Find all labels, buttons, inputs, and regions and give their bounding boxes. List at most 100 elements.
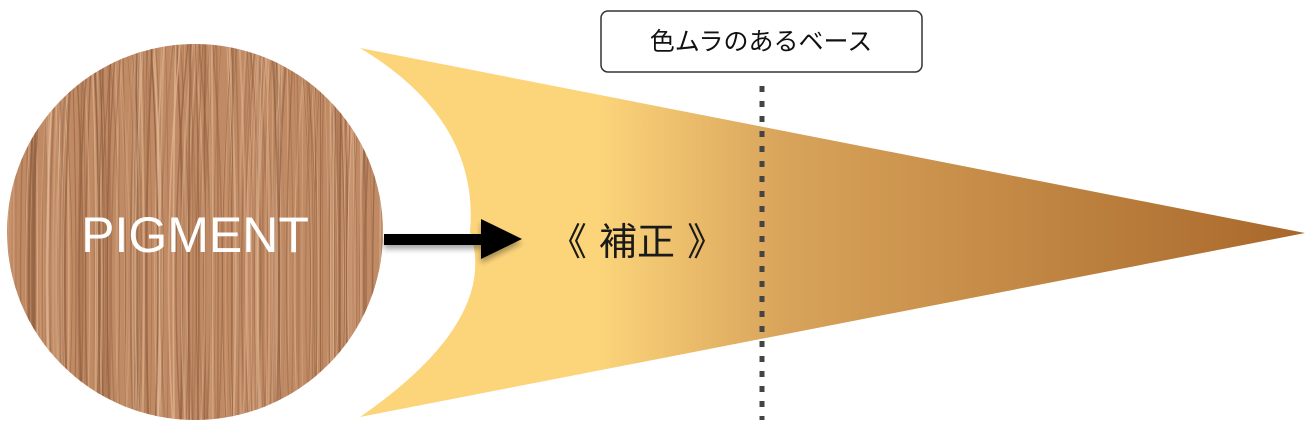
hair-strand [112,44,121,420]
hair-strand [228,44,237,420]
hair-strand [307,44,314,420]
hair-strand [73,44,84,420]
hair-strand [226,44,234,420]
hair-strand [265,44,270,420]
hair-strand [180,44,194,420]
hair-strand [1,40,6,425]
hair-strand [99,44,109,420]
hair-strand [273,44,282,420]
hair-strand [271,44,274,420]
hair-strand [304,44,317,420]
hair-strand [273,44,277,420]
hair-strand [95,44,103,420]
hair-strand [102,44,106,420]
hair-strand [256,44,269,420]
hair-strand [107,44,121,420]
hair-strand [131,44,143,420]
hair-strand [135,44,139,420]
hair-strand [138,44,145,420]
hair-strand [265,44,271,420]
hair-strand [224,44,230,420]
hair-strand [202,44,207,420]
hair-strand [187,44,197,420]
pigment-label: PIGMENT [81,207,309,263]
hair-strand [122,44,127,420]
hair-strand [212,44,222,420]
hair-strand [270,44,280,420]
hair-strand [145,44,154,420]
hair-strand [179,44,185,420]
callout-box: 色ムラのあるベース [600,10,923,73]
hair-strand [198,44,211,420]
hair-strand [227,44,238,420]
hair-strand [160,44,174,420]
hair-strand [114,44,119,420]
hair-strand [301,44,305,420]
correction-label: 《 補正 》 [549,220,725,264]
hair-strand [115,44,123,420]
hair-strand [256,44,264,420]
hair-strand [299,44,312,420]
hair-strand [241,44,249,420]
hair-strand [97,44,101,420]
hair-strand [295,44,300,420]
hair-strand [261,44,275,420]
hair-strand [106,44,117,420]
hair-strand [329,44,332,420]
hair-strand [250,44,260,420]
hair-strand [134,44,140,420]
hair-strand [91,44,97,420]
hair-strand [146,44,153,420]
hair-strand [172,44,177,420]
hair-strand [238,44,247,420]
hair-strand [195,44,204,420]
hair-strand [203,44,216,420]
hair-strand [215,44,219,420]
hair-strand [71,44,77,420]
hair-strand [133,44,140,420]
hair-strand [84,44,94,420]
hair-strand [106,44,117,420]
hair-strand [153,44,161,420]
hair-strand [154,44,165,420]
hair-strand [131,44,137,420]
hair-strand [134,44,145,420]
hair-strand [261,44,264,420]
hair-strand [89,44,99,420]
hair-strand [246,44,254,420]
hair-strand [210,44,214,420]
hair-strand [261,44,274,420]
hair-strand [190,44,194,420]
hair-strand [151,44,163,420]
hair-strand [313,44,323,420]
hair-strand [293,44,308,420]
hair-strand [106,44,112,420]
hair-strand [76,44,82,420]
hair-strand [222,44,233,420]
hair-strand [208,44,211,420]
hair-strand [97,44,106,420]
hair-strand [203,44,207,420]
hair-strand [139,44,150,420]
hair-strand [98,44,105,420]
hair-strand [193,44,206,420]
hair-strand [117,44,131,420]
hair-strand [150,44,159,420]
hair-strand [292,44,298,420]
hair-strand [254,44,261,420]
gradient-cone [360,48,1305,417]
hair-strand [183,44,186,420]
hair-strand [77,44,86,420]
hair-strand [197,44,212,420]
hair-strand [99,44,105,420]
hair-strand [145,44,148,420]
hair-strand [126,44,138,420]
hair-strand [272,44,284,420]
hair-strand [247,44,258,420]
hair-strand [278,44,282,420]
hair-strand [234,44,241,420]
hair-strand [115,44,128,420]
hair-strand [187,44,192,420]
hair-strand [110,44,123,420]
hair-strand [142,44,147,420]
